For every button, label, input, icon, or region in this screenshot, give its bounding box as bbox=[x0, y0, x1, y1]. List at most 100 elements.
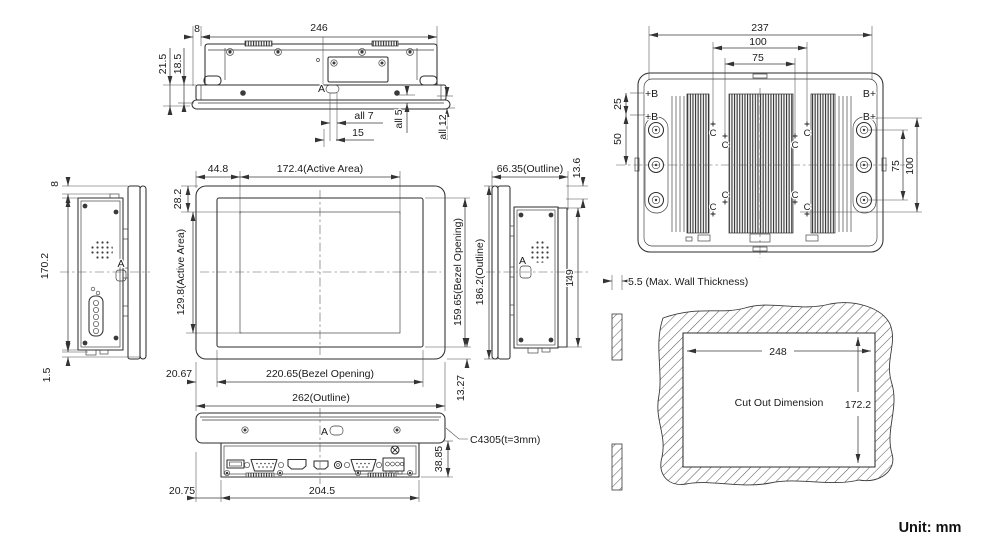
dim-bezel-height: 159.65(Bezel Opening) bbox=[452, 218, 464, 326]
dim-active-width: 172.4(Active Area) bbox=[277, 163, 363, 175]
datum-a-label-left: A bbox=[117, 258, 124, 270]
bottom-connector bbox=[85, 349, 97, 356]
dim-75-horizontal: 75 bbox=[752, 52, 764, 64]
dim-20-75: 20.75 bbox=[169, 485, 195, 497]
dim-204-5: 204.5 bbox=[309, 485, 335, 497]
cpu-cover bbox=[327, 56, 389, 83]
cutout-dimensions: 248 172.2 Cut Out Dimension bbox=[687, 337, 873, 463]
heatsink-fin-field bbox=[671, 93, 852, 234]
mounting-hole bbox=[647, 191, 665, 209]
dim-28-2: 28.2 bbox=[172, 189, 184, 210]
hdmi-port bbox=[287, 458, 307, 470]
datum-c-label: C bbox=[792, 190, 799, 201]
front-view: 44.8 172.4(Active Area) 28.2 129.8(Activ… bbox=[165, 162, 471, 411]
dim-8-left: 8 bbox=[49, 181, 61, 187]
gasket-note: C4305(t=3mm) bbox=[470, 434, 540, 446]
datum-a-marker bbox=[519, 265, 532, 279]
vent-slots bbox=[367, 472, 397, 478]
dim-active-height: 129.8(Active Area) bbox=[175, 229, 187, 315]
dim-18-5: 18.5 bbox=[172, 54, 184, 75]
glass-edge bbox=[491, 185, 499, 360]
bottom-connector bbox=[541, 347, 551, 353]
dim-all-7: all 7 bbox=[354, 110, 373, 122]
audio-jack bbox=[333, 460, 343, 470]
foot-left bbox=[203, 75, 222, 86]
bezel-edge bbox=[127, 185, 141, 360]
right-side-body: A bbox=[486, 185, 590, 360]
cutout-label: Cut Out Dimension bbox=[735, 397, 824, 409]
top-view-body bbox=[191, 37, 451, 110]
screws bbox=[226, 48, 414, 67]
wall-panel bbox=[657, 302, 895, 486]
dim-38-85: 38.85 bbox=[433, 446, 445, 472]
dim-13-27: 13.27 bbox=[455, 375, 467, 401]
datum-b-label: +B bbox=[645, 111, 658, 123]
glass-edge bbox=[139, 185, 147, 360]
ground-screw bbox=[390, 445, 400, 455]
dim-outline-66-35: 66.35(Outline) bbox=[497, 163, 564, 175]
bottom-view: A bbox=[168, 408, 542, 502]
dim-50: 50 bbox=[612, 133, 624, 145]
foot-right bbox=[419, 75, 438, 86]
dim-75-vertical: 75 bbox=[890, 160, 902, 172]
dim-44-8: 44.8 bbox=[208, 163, 229, 175]
datum-c-label: C bbox=[710, 128, 717, 139]
rear-outline bbox=[637, 72, 884, 253]
dim-100-horizontal: 100 bbox=[749, 36, 767, 48]
wall-thickness-detail: 5.5 (Max. Wall Thickness) bbox=[603, 275, 749, 491]
left-side-view: A 8 170.2 1.5 bbox=[38, 177, 150, 384]
cutout-view: 5.5 (Max. Wall Thickness) 248 172.2 Cut … bbox=[603, 275, 895, 491]
left-side-dimensions: 8 170.2 1.5 bbox=[38, 177, 140, 384]
dim-bezel-width: 220.65(Bezel Opening) bbox=[266, 368, 374, 380]
dim-outline-186-2: 186.2(Outline) bbox=[474, 239, 486, 306]
com-db9-port bbox=[250, 458, 278, 472]
top-view-dimensions: 8 246 21.5 18.5 A all 7 15 all 5 all 12 bbox=[156, 21, 455, 147]
datum-b-label: +B bbox=[645, 88, 658, 100]
front-view-body bbox=[195, 185, 446, 360]
bottom-view-body: A bbox=[195, 408, 446, 484]
rear-view-body bbox=[616, 72, 905, 258]
datum-b-label: B+ bbox=[863, 111, 876, 123]
db9-side-profile bbox=[88, 295, 104, 337]
datum-b-label: B+ bbox=[863, 88, 876, 100]
datum-a-marker bbox=[115, 269, 127, 282]
dim-21-5: 21.5 bbox=[157, 54, 169, 75]
usb-port bbox=[226, 459, 245, 469]
speaker-grille bbox=[91, 239, 113, 261]
rear-view: 237 100 75 25 50 75 100 +B +B B+ B+ C C … bbox=[611, 21, 922, 258]
datum-c-label: C bbox=[792, 140, 799, 151]
speaker-grille bbox=[529, 241, 551, 263]
datum-c-markers: C C C C C C C C bbox=[708, 121, 812, 217]
dim-outline-width: 262(Outline) bbox=[292, 392, 350, 404]
power-terminal-block bbox=[382, 457, 405, 472]
dim-100-vertical: 100 bbox=[904, 157, 916, 175]
rear-view-dimensions: 237 100 75 25 50 75 100 +B +B B+ B+ C C … bbox=[611, 21, 922, 217]
dim-237: 237 bbox=[751, 22, 769, 34]
vent-slots bbox=[245, 472, 275, 478]
bottom-connector bbox=[99, 349, 109, 355]
front-view-dimensions: 44.8 172.4(Active Area) 28.2 129.8(Activ… bbox=[165, 162, 471, 411]
dim-15: 15 bbox=[352, 127, 364, 139]
datum-c-label: C bbox=[804, 202, 811, 213]
unit-note: Unit: mm bbox=[899, 520, 962, 536]
datum-a-label-right: A bbox=[519, 255, 526, 267]
top-view: 8 246 21.5 18.5 A all 7 15 all 5 all 12 bbox=[156, 21, 455, 147]
dim-170-2: 170.2 bbox=[39, 253, 51, 279]
dim-20-67: 20.67 bbox=[166, 368, 192, 380]
vga-db15-port bbox=[350, 458, 377, 472]
dim-all-12: all 12 bbox=[437, 114, 449, 139]
hdmi-port-2 bbox=[313, 460, 329, 470]
bottom-view-dimensions: C4305(t=3mm) 38.85 20.75 204.5 bbox=[168, 427, 542, 502]
datum-c-label: C bbox=[710, 202, 717, 213]
wall-section-lower bbox=[611, 443, 623, 491]
datum-c-label: C bbox=[722, 140, 729, 151]
mounting-hole bbox=[855, 191, 873, 209]
left-side-body: A bbox=[60, 185, 150, 360]
dim-1-5: 1.5 bbox=[41, 368, 53, 383]
glass-lens bbox=[191, 99, 451, 110]
dim-25: 25 bbox=[612, 98, 624, 110]
dim-8-top: 8 bbox=[194, 23, 200, 35]
wall-section-upper bbox=[611, 313, 623, 361]
